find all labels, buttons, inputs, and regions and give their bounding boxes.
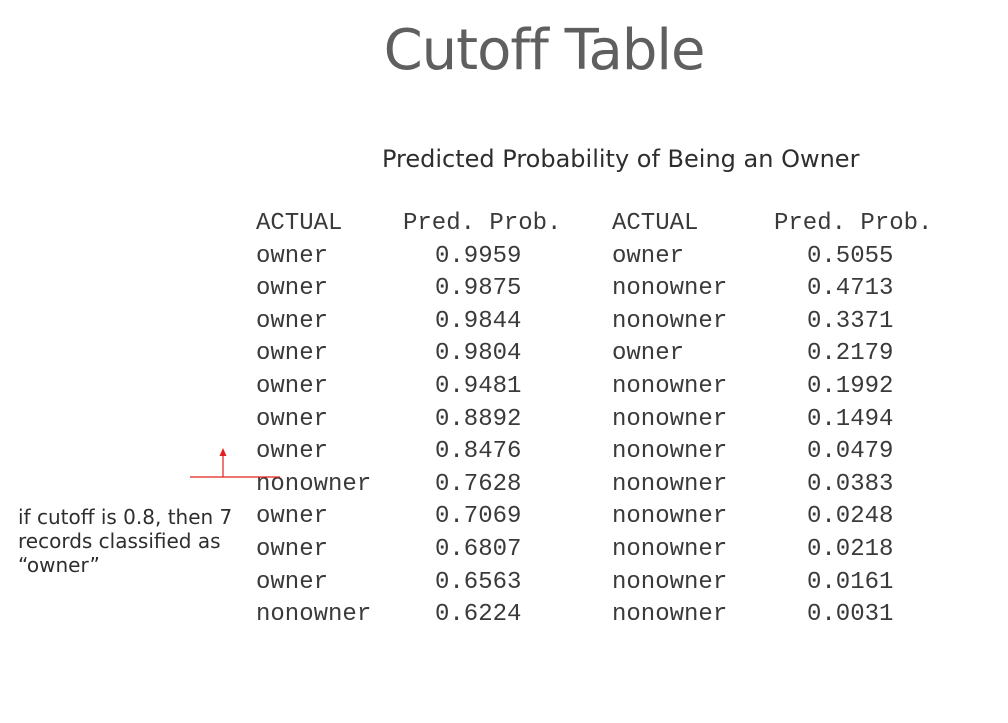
pred-prob-cell: 0.0383 [807,470,894,498]
actual-cell: owner [256,340,329,368]
actual-cell: owner [612,242,685,270]
actual-cell: owner [256,275,329,303]
pred-prob-cell: 0.7069 [435,503,522,531]
actual-cell: nonowner [612,503,728,531]
pred-prob-cell: 0.6224 [435,601,522,629]
pred-prob-cell: 0.1494 [807,405,894,433]
pred-prob-cell: 0.0031 [807,601,894,629]
actual-cell: owner [256,405,329,433]
pred-prob-cell: 0.3371 [807,307,894,335]
pred-prob-cell: 0.2179 [807,340,894,368]
column-header-pred-prob-1: Pred. Prob. [403,210,562,237]
arrow-up-icon [219,448,227,456]
actual-cell: nonowner [612,405,728,433]
column-header-actual-1: ACTUAL [256,210,343,237]
pred-prob-cell: 0.7628 [435,470,522,498]
pred-prob-cell: 0.6807 [435,535,522,563]
pred-prob-cell: 0.8476 [435,438,522,466]
actual-cell: owner [612,340,685,368]
actual-cell: nonowner [612,307,728,335]
pred-prob-cell: 0.9844 [435,307,522,335]
actual-cell: nonowner [612,535,728,563]
actual-cell: nonowner [612,568,728,596]
pred-prob-cell: 0.4713 [807,275,894,303]
pred-prob-cell: 0.0161 [807,568,894,596]
pred-prob-cell: 0.1992 [807,372,894,400]
pred-prob-cell: 0.0218 [807,535,894,563]
pred-prob-cell: 0.8892 [435,405,522,433]
cutoff-note: if cutoff is 0.8, then 7 records classif… [18,505,233,577]
actual-cell: owner [256,535,329,563]
actual-cell: owner [256,503,329,531]
column-header-pred-prob-2: Pred. Prob. [774,210,933,237]
actual-cell: owner [256,307,329,335]
pred-prob-cell: 0.0248 [807,503,894,531]
table-subtitle: Predicted Probability of Being an Owner [382,145,860,173]
pred-prob-cell: 0.0479 [807,438,894,466]
column-header-actual-2: ACTUAL [612,210,699,237]
actual-cell: owner [256,242,329,270]
actual-cell: nonowner [256,601,372,629]
actual-cell: nonowner [612,275,728,303]
pred-prob-cell: 0.9804 [435,340,522,368]
actual-cell: nonowner [612,470,728,498]
pred-prob-cell: 0.9481 [435,372,522,400]
cutoff-marker [190,448,280,478]
pred-prob-cell: 0.9875 [435,275,522,303]
pred-prob-cell: 0.9959 [435,242,522,270]
pred-prob-cell: 0.6563 [435,568,522,596]
actual-cell: nonowner [256,470,372,498]
actual-cell: nonowner [612,601,728,629]
actual-cell: nonowner [612,438,728,466]
page-title: Cutoff Table [383,18,706,83]
pred-prob-cell: 0.5055 [807,242,894,270]
actual-cell: owner [256,438,329,466]
actual-cell: nonowner [612,372,728,400]
actual-cell: owner [256,568,329,596]
actual-cell: owner [256,372,329,400]
